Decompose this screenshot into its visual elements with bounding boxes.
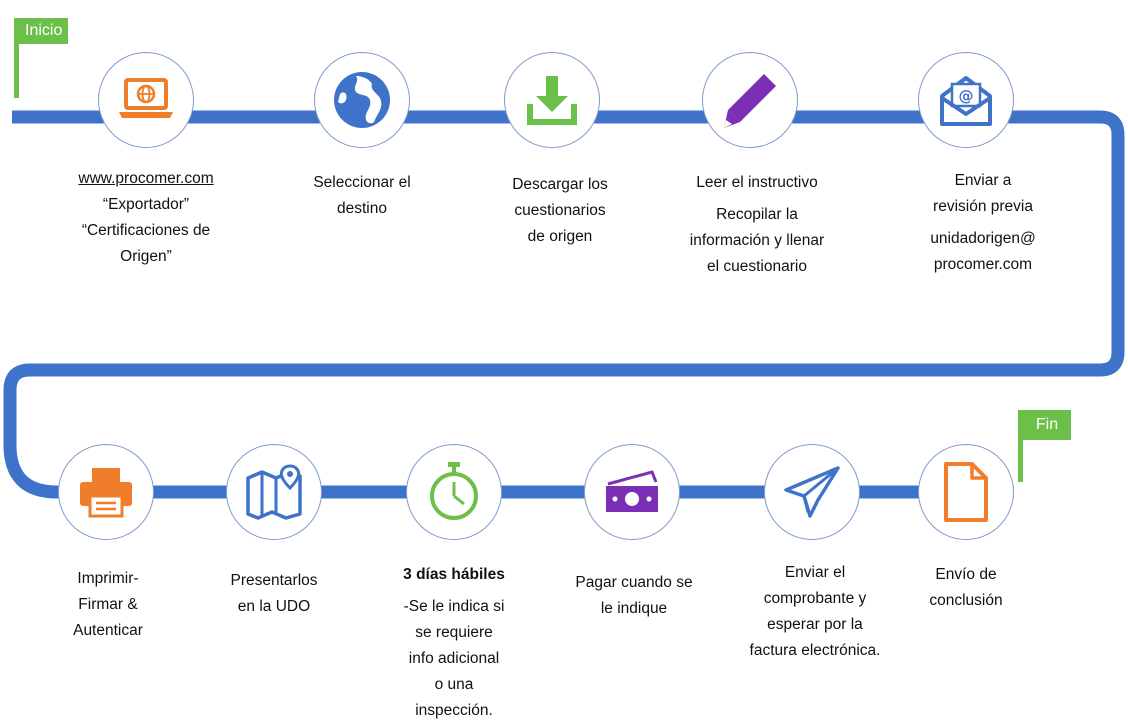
globe-icon <box>334 72 390 128</box>
step-1-line-3: “Certificaciones de <box>81 222 211 239</box>
step-4-line-3: información y llenar <box>689 232 825 249</box>
step-7-line-2: en la UDO <box>237 598 311 615</box>
step-10-circle <box>764 444 860 540</box>
step-6-line-1: Imprimir- <box>77 570 139 587</box>
step-4-line-4: el cuestionario <box>707 258 807 275</box>
step-8-line-2: -Se le indica si <box>403 598 505 615</box>
end-flag-label: Fin <box>1023 410 1071 440</box>
map-icon <box>246 464 302 520</box>
step-5-line-2: revisión previa <box>933 198 1033 215</box>
document-icon <box>944 462 988 522</box>
step-10-line-2: comprobante y <box>763 590 867 607</box>
step-8-line-3: se requiere <box>415 624 493 641</box>
step-6-line-2: Firmar & <box>78 596 138 613</box>
step-11-circle <box>918 444 1014 540</box>
svg-text:@: @ <box>959 87 974 105</box>
step-10-line-3: esperar por la <box>767 616 863 633</box>
step-4-label: Leer el instructivo Recopilar la informa… <box>690 170 824 280</box>
download-icon <box>527 76 577 125</box>
step-1-line-2: “Exportador” <box>102 196 190 213</box>
step-9-line-1: Pagar cuando se <box>575 574 693 591</box>
step-1-line-1[interactable]: www.procomer.com <box>78 170 214 187</box>
step-8-circle <box>406 444 502 540</box>
step-9-circle <box>584 444 680 540</box>
step-7-circle <box>226 444 322 540</box>
step-9-line-2: le indique <box>600 600 668 617</box>
step-11-line-2: conclusión <box>929 592 1003 609</box>
step-3-line-2: cuestionarios <box>514 202 606 219</box>
step-10-line-1: Enviar el <box>784 564 846 581</box>
step-4-line-1: Leer el instructivo <box>696 174 818 191</box>
step-2-line-1: Seleccionar el <box>313 174 411 191</box>
step-8-line-5: o una <box>434 676 474 693</box>
money-icon <box>606 470 658 512</box>
step-9-label: Pagar cuando se le indique <box>575 570 692 622</box>
step-2-label: Seleccionar el destino <box>313 170 410 222</box>
step-2-line-2: destino <box>337 200 387 217</box>
step-8-line-1: 3 días hábiles <box>403 566 505 583</box>
step-6-line-3: Autenticar <box>73 622 143 639</box>
step-7-label: Presentarlos en la UDO <box>230 568 317 620</box>
step-3-line-1: Descargar los <box>512 176 608 193</box>
step-5-line-1: Enviar a <box>954 172 1012 189</box>
step-1-circle <box>98 52 194 148</box>
step-4-line-2: Recopilar la <box>716 206 798 223</box>
stopwatch-icon <box>430 462 478 520</box>
step-2-circle <box>314 52 410 148</box>
start-flag-label: Inicio <box>19 18 69 44</box>
step-6-circle <box>58 444 154 540</box>
step-3-circle <box>504 52 600 148</box>
paper-plane-icon <box>784 466 840 518</box>
step-5-line-4: procomer.com <box>933 256 1033 273</box>
step-5-line-3: unidadorigen@ <box>930 230 1036 247</box>
step-8-line-6: inspección. <box>415 702 493 719</box>
email-icon: @ <box>940 76 992 126</box>
step-8-line-4: info adicional <box>408 650 500 667</box>
step-10-label: Enviar el comprobante y esperar por la f… <box>750 560 881 664</box>
step-10-line-4: factura electrónica. <box>749 642 881 659</box>
step-5-label: Enviar a revisión previa unidadorigen@ p… <box>930 168 1035 278</box>
step-6-label: Imprimir- Firmar & Autenticar <box>73 566 143 644</box>
step-7-line-1: Presentarlos <box>230 572 318 589</box>
laptop-globe-icon <box>119 78 173 118</box>
step-4-circle <box>702 52 798 148</box>
step-1-label: www.procomer.com “Exportador” “Certifica… <box>78 166 213 270</box>
step-1-line-4: Origen” <box>120 248 172 265</box>
pencil-icon <box>724 74 776 128</box>
step-3-label: Descargar los cuestionarios de origen <box>512 172 608 250</box>
step-11-label: Envío de conclusión <box>929 562 1002 614</box>
step-5-circle: @ <box>918 52 1014 148</box>
step-8-label: 3 días hábiles -Se le indica si se requi… <box>403 562 505 724</box>
step-11-line-1: Envío de <box>935 566 997 583</box>
printer-icon <box>80 468 132 518</box>
step-3-line-3: de origen <box>527 228 593 245</box>
